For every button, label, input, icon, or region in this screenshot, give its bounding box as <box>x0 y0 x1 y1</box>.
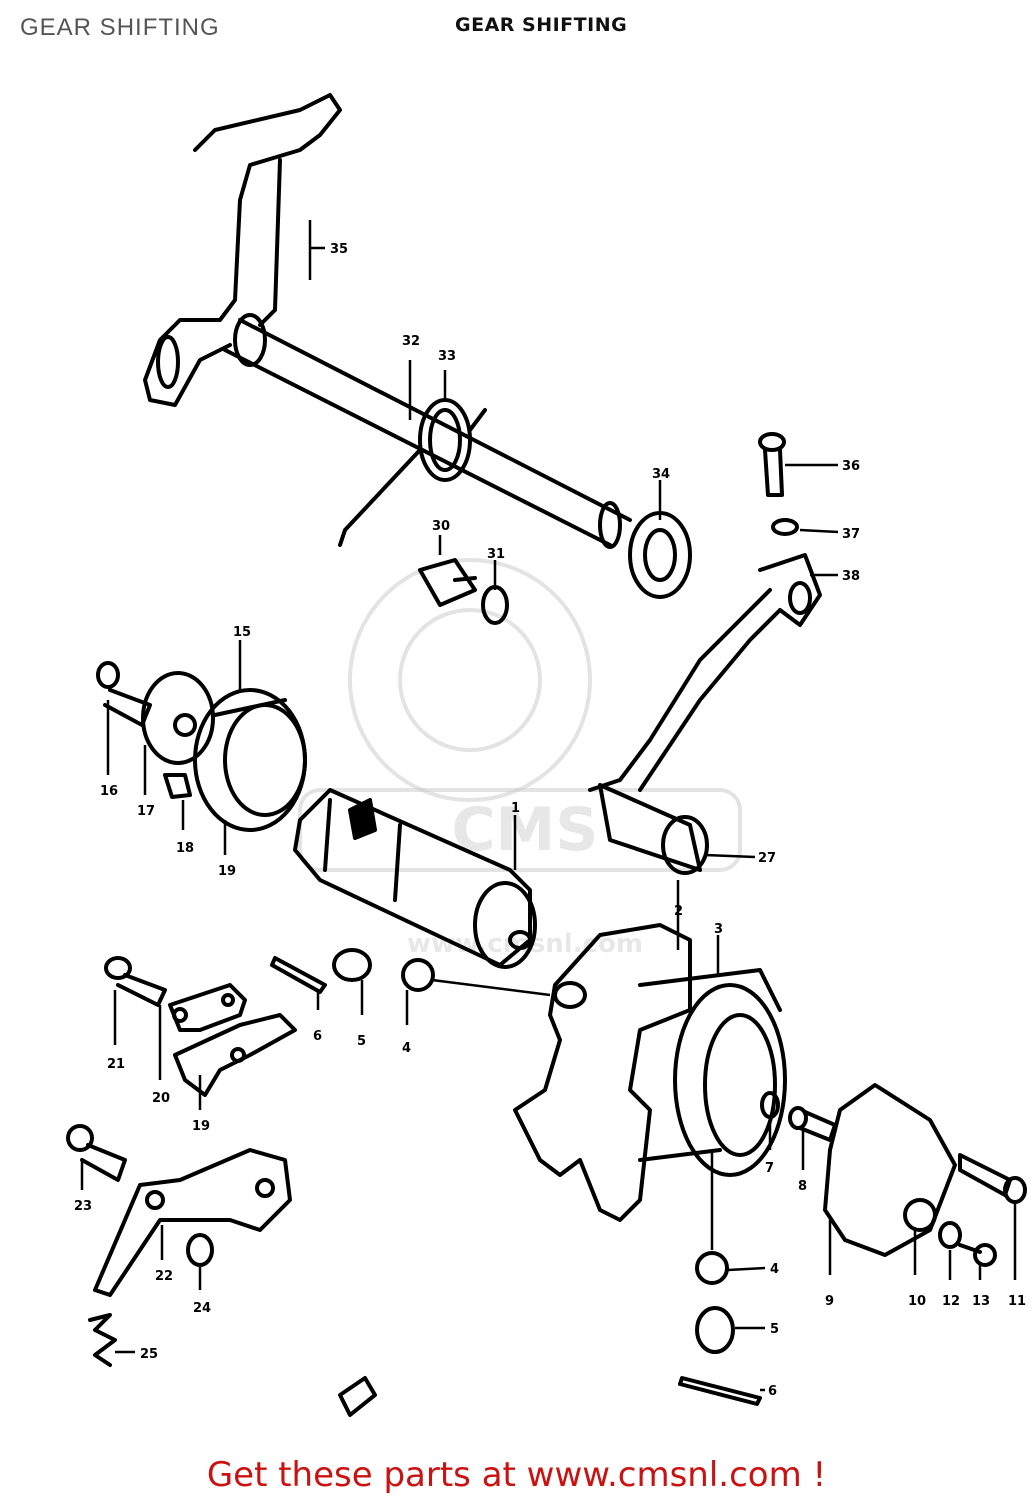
screw-11 <box>958 1153 1027 1204</box>
leader-lines <box>80 220 1017 1392</box>
callout-10: 10 <box>908 1294 926 1309</box>
cam-stopper-bolt <box>96 661 152 727</box>
callout-15: 15 <box>233 625 251 640</box>
callout-16: 16 <box>100 784 118 799</box>
shift-fork <box>513 923 692 1222</box>
callout-5: 5 <box>357 1034 366 1049</box>
callout-23: 23 <box>74 1199 92 1214</box>
callout-27: 27 <box>758 851 776 866</box>
oring-12 <box>938 1221 962 1249</box>
callout-37: 37 <box>842 527 860 542</box>
lever-bolt <box>758 432 786 497</box>
callout-1: 1 <box>511 801 520 816</box>
callout-4b: 4 <box>770 1262 779 1277</box>
shift-shaft-arm <box>143 93 342 407</box>
spring-25 <box>88 1313 117 1367</box>
cam-pin <box>163 773 192 799</box>
callout-30: 30 <box>432 519 450 534</box>
callout-38: 38 <box>842 569 860 584</box>
callout-17: 17 <box>137 804 155 819</box>
callout-18: 18 <box>176 841 194 856</box>
pin-7 <box>760 1091 780 1119</box>
stopper-pin-6 <box>678 1376 762 1406</box>
callout-9: 9 <box>825 1294 834 1309</box>
shift-pin-5 <box>332 948 372 982</box>
diagram-title: GEAR SHIFTING <box>455 14 628 36</box>
callout-labels: 35 32 33 34 30 31 36 37 38 27 15 16 17 1… <box>74 242 1026 1399</box>
cam-stopper <box>93 1148 292 1297</box>
stopper-pin-4 <box>695 1251 729 1285</box>
cam-guide-bolt <box>104 956 167 1007</box>
clip <box>338 1376 377 1417</box>
washer-37 <box>771 518 799 536</box>
callout-7: 7 <box>765 1161 774 1176</box>
parts-diagram: CMS www.cmsnl.com <box>66 93 1027 1417</box>
callout-24: 24 <box>193 1301 211 1316</box>
pin-bolt <box>418 558 477 607</box>
callout-19: 19 <box>218 864 236 879</box>
washer-24 <box>186 1233 214 1267</box>
callout-33: 33 <box>438 349 456 364</box>
callout-19b: 19 <box>192 1119 210 1134</box>
callout-34: 34 <box>652 467 670 482</box>
screw-13 <box>958 1243 997 1267</box>
callout-35: 35 <box>330 242 348 257</box>
page-header-title: GEAR SHIFTING <box>20 14 220 41</box>
shift-drum-cover <box>638 968 787 1177</box>
bearing <box>193 688 307 832</box>
gear-shift-lever <box>588 553 822 875</box>
oil-seal <box>628 511 692 599</box>
callout-36: 36 <box>842 459 860 474</box>
callout-32: 32 <box>402 334 420 349</box>
callout-21: 21 <box>107 1057 125 1072</box>
footer-cta-link[interactable]: Get these parts at www.cmsnl.com ! <box>206 1455 827 1495</box>
callout-4: 4 <box>402 1041 411 1056</box>
callout-31: 31 <box>487 547 505 562</box>
cam-guide <box>168 983 297 1097</box>
callout-20: 20 <box>152 1091 170 1106</box>
callout-22: 22 <box>155 1269 173 1284</box>
callout-5b: 5 <box>770 1322 779 1337</box>
callout-11: 11 <box>1008 1294 1026 1309</box>
callout-2: 2 <box>674 904 683 919</box>
callout-6: 6 <box>313 1029 322 1044</box>
callout-12: 12 <box>942 1294 960 1309</box>
shift-pin-6 <box>270 956 327 994</box>
gear-shift-cam <box>293 788 537 969</box>
stopper-bolt-23 <box>66 1124 127 1182</box>
shift-pin-4 <box>401 958 435 992</box>
washer-31 <box>481 585 509 625</box>
neutral-switch <box>823 1083 957 1257</box>
callout-8: 8 <box>798 1179 807 1194</box>
callout-6b: 6 <box>768 1384 777 1399</box>
callout-25: 25 <box>140 1347 158 1362</box>
watermark-logo: CMS www.cmsnl.com <box>298 558 742 959</box>
stopper-pin-5 <box>695 1306 735 1354</box>
callout-13: 13 <box>972 1294 990 1309</box>
screw-8 <box>788 1106 837 1142</box>
callout-3: 3 <box>714 922 723 937</box>
cam-plate <box>141 671 215 765</box>
shift-shaft <box>223 313 632 549</box>
